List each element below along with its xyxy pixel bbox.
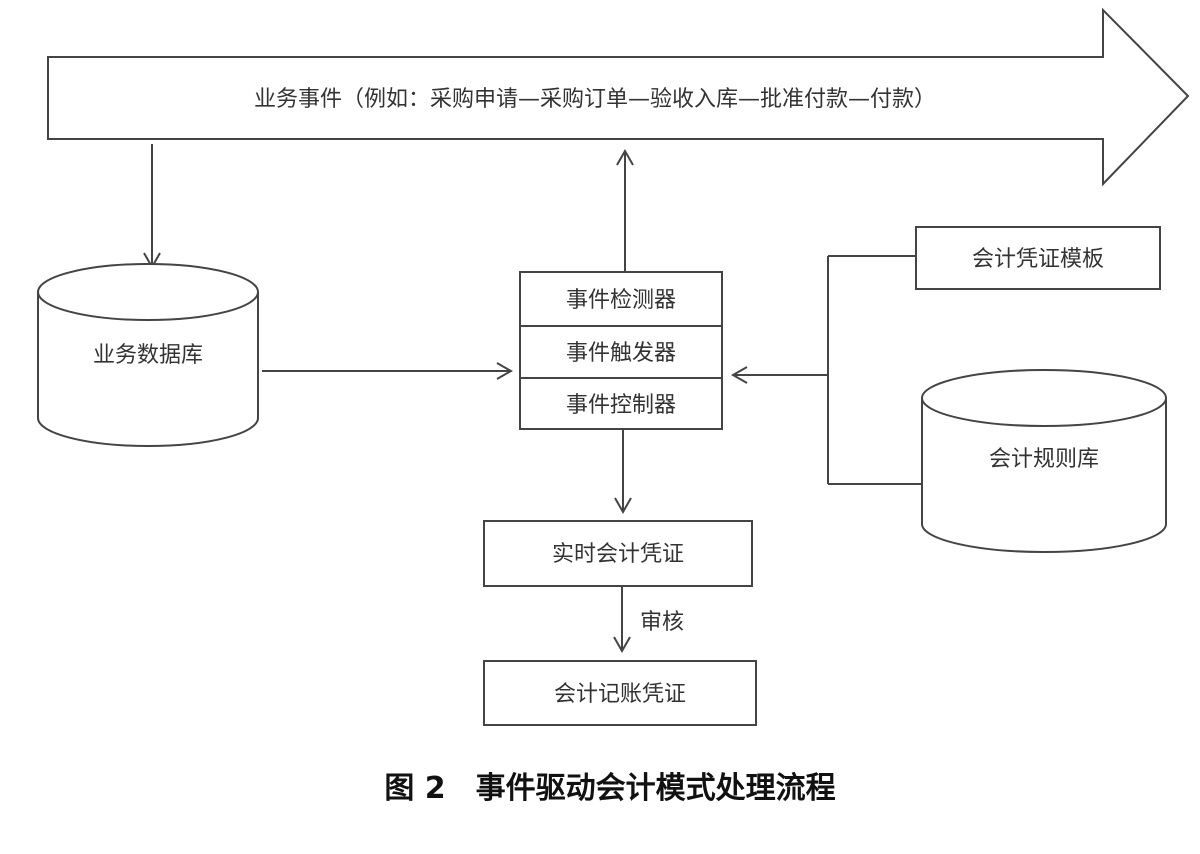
event-detector-label: 事件检测器	[566, 288, 676, 313]
rules-connector	[827, 255, 922, 485]
event-engine-box	[519, 271, 723, 430]
event-controller-label: 事件控制器	[566, 393, 676, 418]
audit-label: 审核	[640, 610, 684, 635]
posting-voucher-box	[483, 660, 757, 726]
voucher-template-box	[915, 226, 1161, 290]
realtime-voucher-box	[483, 520, 753, 587]
business-db-cylinder	[37, 263, 259, 447]
realtime-voucher-label: 实时会计凭证	[552, 542, 684, 567]
business-event-arrow-shape	[47, 7, 1190, 187]
rule-db-cylinder	[921, 369, 1167, 553]
business-db-label: 业务数据库	[93, 343, 203, 368]
voucher-template-label: 会计凭证模板	[972, 247, 1104, 272]
figure-caption: 图 2 事件驱动会计模式处理流程	[384, 771, 835, 806]
posting-voucher-label: 会计记账凭证	[554, 682, 686, 707]
rule-db-label: 会计规则库	[989, 447, 1099, 472]
event-trigger-label: 事件触发器	[566, 341, 676, 366]
business-event-label: 业务事件（例如：采购申请—采购订单—验收入库—批准付款—付款）	[254, 87, 936, 112]
